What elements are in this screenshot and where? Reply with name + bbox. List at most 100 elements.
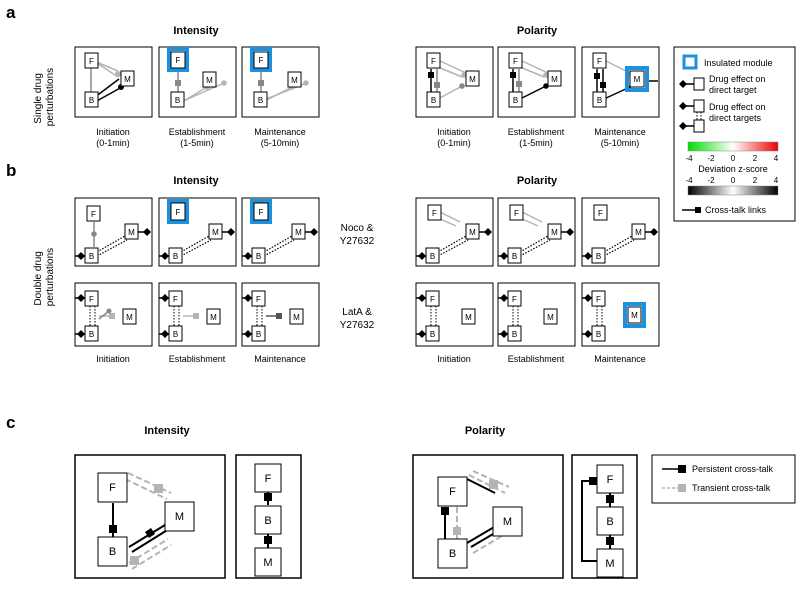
- b-polarity-lata-initiation: F M B: [415, 282, 494, 347]
- svg-text:F: F: [176, 208, 181, 217]
- legend-insulated-label: Insulated module: [704, 58, 773, 68]
- svg-text:M: M: [212, 228, 219, 237]
- svg-text:Establishment: Establishment: [508, 354, 565, 364]
- node-f: [254, 463, 282, 493]
- svg-text:M: M: [124, 75, 131, 84]
- node-f: [596, 464, 624, 494]
- c-polarity-triangle: F M B: [412, 454, 564, 579]
- node-b: [426, 91, 441, 108]
- panel-a-row-label: Single drug perturbations: [33, 68, 56, 126]
- a-polarity-initiation: F M B: [415, 46, 494, 118]
- a-intensity-initiation: F M B: [74, 46, 153, 118]
- svg-text:-4: -4: [685, 176, 693, 185]
- node-f: [427, 204, 442, 221]
- panel-a-letter: a: [6, 3, 16, 22]
- svg-text:2: 2: [753, 154, 758, 163]
- node-b: [508, 91, 523, 108]
- node-m: [465, 70, 480, 87]
- svg-text:F: F: [89, 295, 94, 304]
- svg-text:M: M: [469, 228, 476, 237]
- svg-text:M: M: [469, 75, 476, 84]
- svg-text:F: F: [598, 209, 603, 218]
- node-m: [631, 223, 646, 240]
- svg-text:B: B: [256, 252, 261, 261]
- svg-text:F: F: [513, 57, 518, 66]
- svg-text:B: B: [173, 330, 178, 339]
- node-f: [509, 204, 524, 221]
- svg-text:-2: -2: [707, 176, 715, 185]
- svg-text:B: B: [512, 252, 517, 261]
- b-intensity-lata-maintenance: F M B: [241, 282, 320, 347]
- node-f: [97, 472, 128, 503]
- svg-text:M: M: [210, 313, 217, 322]
- svg-text:M: M: [126, 313, 133, 322]
- svg-text:Initiation: Initiation: [437, 354, 471, 364]
- pair-label-noco: Noco &Y27632: [340, 223, 375, 247]
- svg-text:F: F: [91, 210, 96, 219]
- a-pol-phase-0: Initiation(0-1min): [437, 127, 471, 148]
- node-f: [437, 476, 468, 507]
- svg-text:B: B: [597, 96, 602, 105]
- svg-text:B: B: [430, 252, 435, 261]
- insulated-frame: [167, 47, 189, 72]
- svg-text:M: M: [263, 557, 272, 569]
- b-intensity-noco-initiation: F M B: [74, 197, 153, 267]
- svg-text:F: F: [430, 295, 435, 304]
- node-m: [543, 308, 558, 325]
- insulated-frame: [250, 199, 272, 224]
- svg-text:M: M: [551, 228, 558, 237]
- node-f: [84, 290, 99, 307]
- a-intensity-establishment: F M B: [158, 46, 237, 118]
- insulated-frame: [623, 302, 646, 328]
- legend-scale-title: Deviation z-score: [698, 164, 768, 174]
- svg-text:0: 0: [731, 176, 736, 185]
- node-f: [251, 290, 266, 307]
- svg-text:F: F: [449, 486, 456, 498]
- a-polarity-maintenance: M F B: [581, 46, 660, 118]
- svg-text:Maintenance: Maintenance: [254, 354, 306, 364]
- node-m: [202, 71, 217, 88]
- svg-text:Initiation: Initiation: [96, 354, 130, 364]
- node-b: [591, 325, 606, 342]
- node-b: [251, 325, 266, 342]
- node-f: [170, 51, 186, 69]
- node-f: [253, 51, 269, 69]
- svg-text:F: F: [597, 57, 602, 66]
- node-m: [287, 71, 302, 88]
- svg-text:B: B: [596, 252, 601, 261]
- node-b: [507, 325, 522, 342]
- b-intensity-noco-maintenance: F M B: [241, 197, 320, 267]
- node-m: [596, 548, 624, 578]
- svg-text:F: F: [259, 56, 264, 65]
- panel-c-title-polarity: Polarity: [465, 425, 506, 437]
- node-f: [86, 205, 101, 222]
- node-b: [84, 325, 99, 342]
- svg-text:M: M: [206, 76, 213, 85]
- panel-c-title-intensity: Intensity: [144, 425, 190, 437]
- svg-text:M: M: [128, 228, 135, 237]
- c-polarity-chain: F B M: [571, 454, 638, 579]
- node-b: [84, 247, 99, 264]
- svg-text:B: B: [513, 96, 518, 105]
- svg-text:4: 4: [774, 176, 779, 185]
- svg-text:B: B: [449, 548, 456, 560]
- svg-text:M: M: [293, 313, 300, 322]
- node-m: [627, 306, 642, 324]
- svg-text:M: M: [635, 228, 642, 237]
- a-pol-phase-1: Establishment(1-5min): [508, 127, 565, 148]
- node-b: [596, 506, 624, 536]
- node-m: [122, 308, 137, 325]
- b-polarity-noco-establishment: F M B: [497, 197, 576, 267]
- insulated-frame: [167, 199, 189, 224]
- svg-text:B: B: [89, 252, 94, 261]
- svg-text:B: B: [596, 330, 601, 339]
- svg-text:F: F: [259, 208, 264, 217]
- node-m: [124, 223, 139, 240]
- svg-text:B: B: [175, 96, 180, 105]
- node-m: [629, 70, 645, 88]
- svg-text:M: M: [291, 76, 298, 85]
- panel-a-phase-labels: Initiation(0-1min) Establishment(1-5min)…: [96, 127, 646, 148]
- legend-transient: Transient cross-talk: [692, 483, 771, 493]
- node-m: [289, 308, 304, 325]
- svg-text:B: B: [264, 515, 271, 527]
